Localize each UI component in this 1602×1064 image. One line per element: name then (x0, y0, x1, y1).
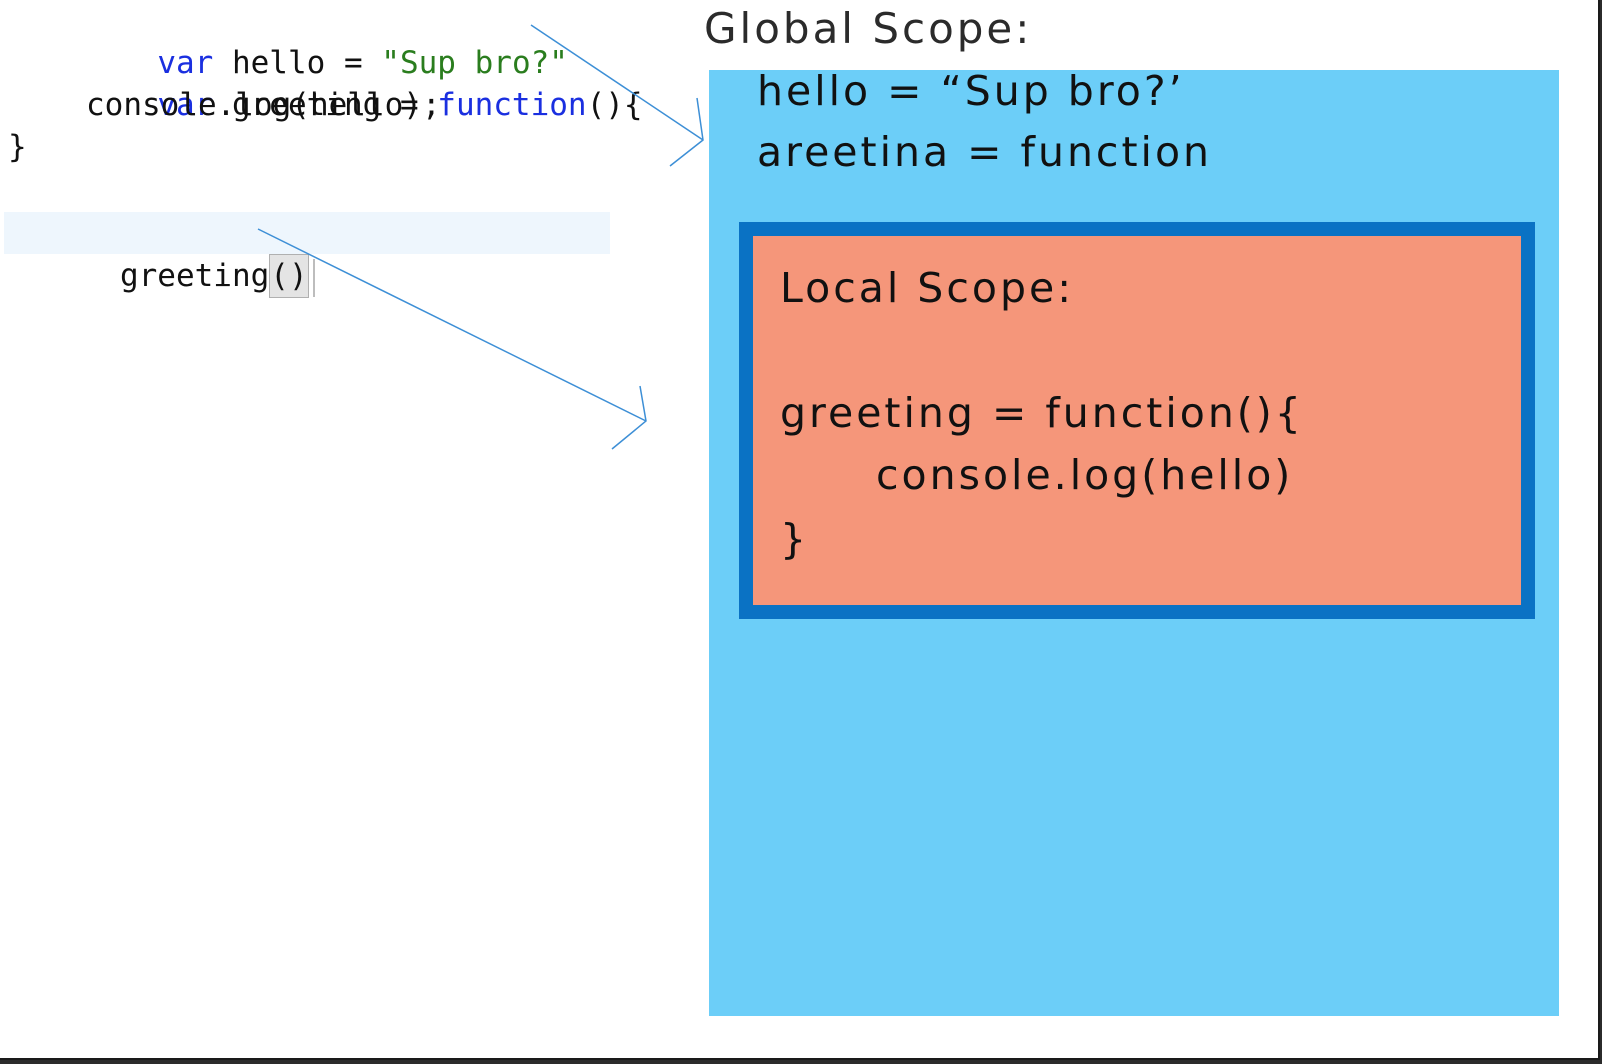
text-cursor (312, 258, 315, 297)
code-line-3: console.log(hello); (86, 87, 441, 123)
keyword-var: var (157, 45, 214, 81)
arrow-to-global-head (669, 97, 704, 167)
global-scope-box: hello = “Sup bro?’ areetina = function L… (709, 67, 1559, 1016)
local-scope-box: Local Scope: greeting = function(){ cons… (739, 222, 1535, 619)
code-text: greeting = (213, 87, 438, 123)
global-scope-title: Global Scope: (704, 4, 1033, 53)
local-line-3: } (780, 515, 810, 563)
local-scope-title: Local Scope: (780, 264, 1075, 312)
keyword-var: var (157, 87, 214, 123)
local-line-2: console.log(hello) (876, 451, 1294, 499)
keyword-function: function (437, 87, 587, 123)
function-call-line: greeting() (8, 212, 315, 340)
call-parens: () (269, 254, 309, 298)
code-text: hello = (213, 45, 382, 81)
arrow-to-local-head (611, 385, 647, 450)
local-line-1: greeting = function(){ (780, 389, 1304, 437)
code-block: var hello = "Sup bro?" var greeting = fu… (8, 0, 643, 252)
global-var-greeting: areetina = function (757, 128, 1213, 176)
arrow-to-local-line (257, 228, 647, 422)
call-name: greeting (119, 258, 270, 294)
global-var-hello: hello = “Sup bro?’ (757, 67, 1185, 115)
code-line-4: } (8, 129, 27, 165)
code-text: (){ (586, 87, 643, 123)
